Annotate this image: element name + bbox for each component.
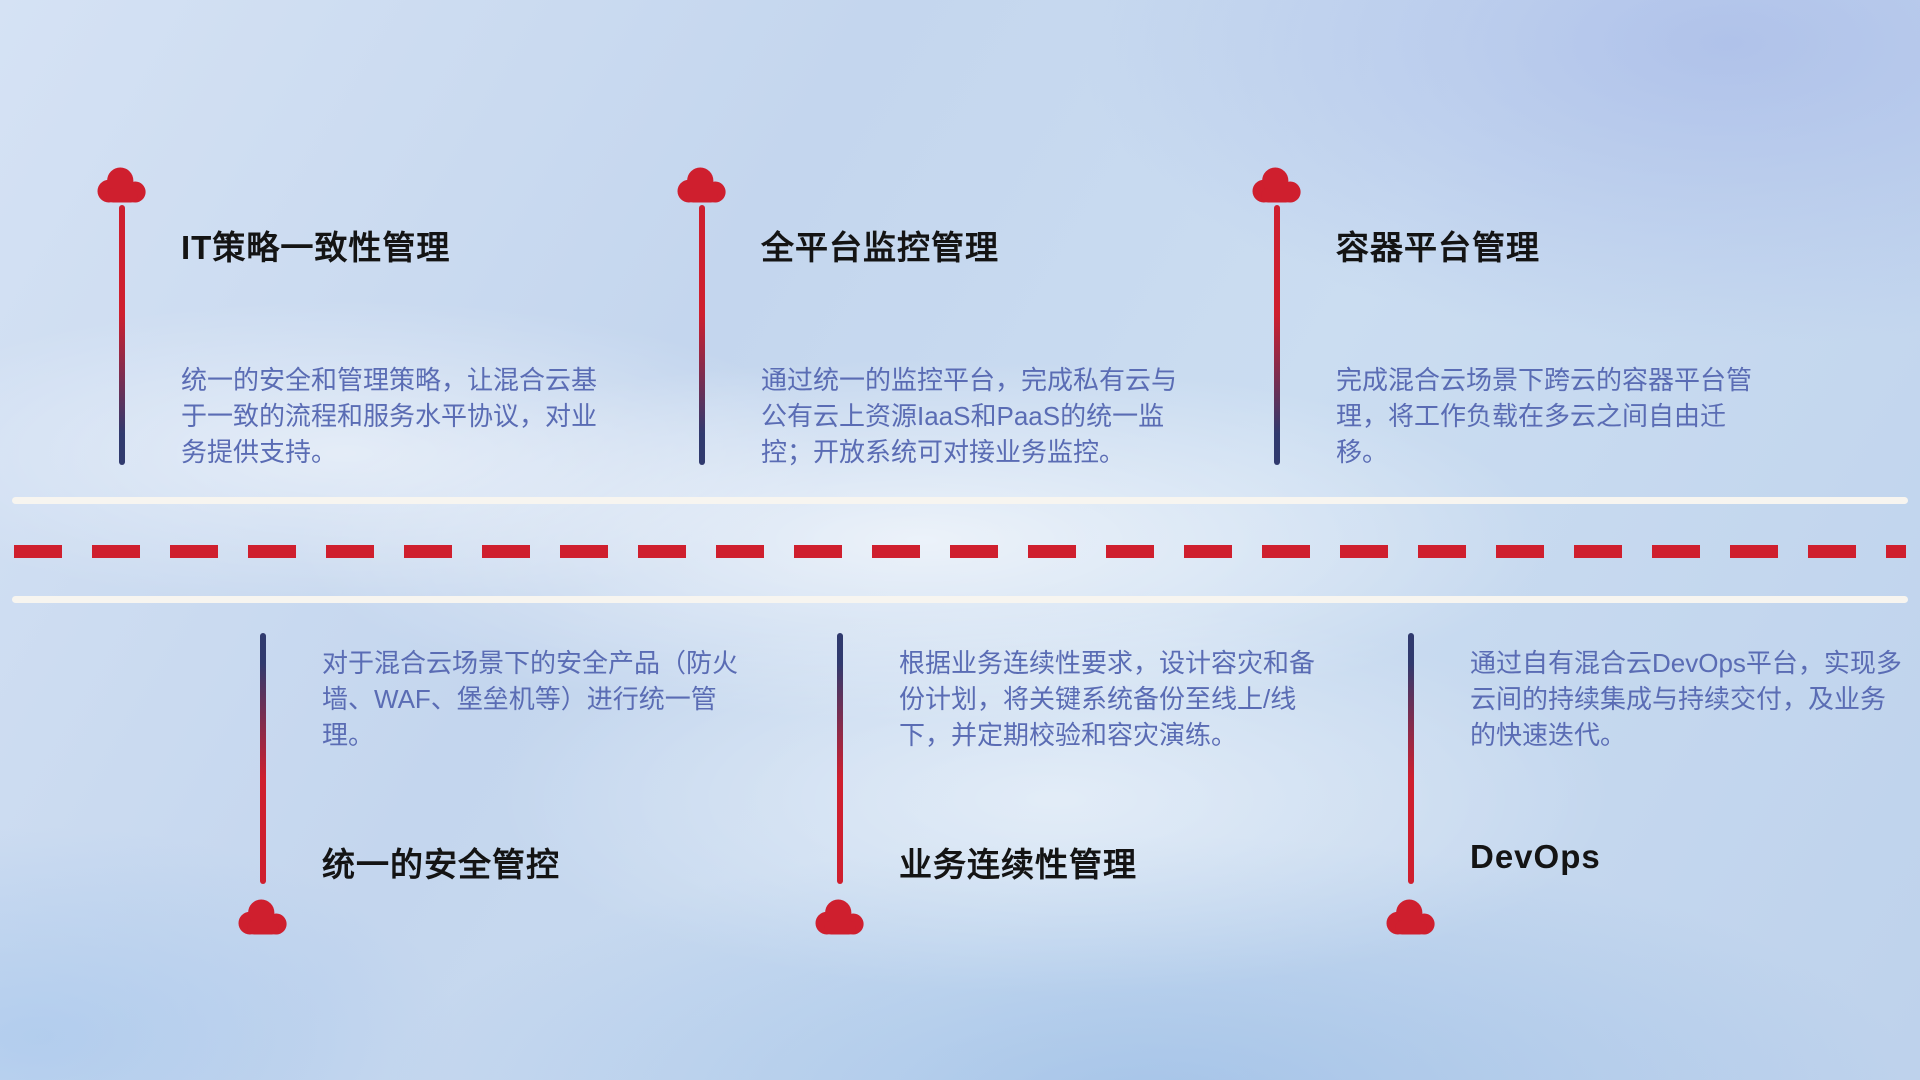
cloud-icon <box>235 897 291 937</box>
road-edge-line-bottom <box>12 596 1908 603</box>
road-edge-line-top <box>12 497 1908 504</box>
capability-description: 根据业务连续性要求，设计容灾和备份计划，将关键系统备份至线上/线下，并定期校验和… <box>899 648 1316 750</box>
capability-title: DevOps <box>1470 838 1601 875</box>
connector-line <box>1274 205 1280 465</box>
cloud-icon <box>94 165 150 205</box>
capability-title: 容器平台管理 <box>1336 229 1540 266</box>
connector-line <box>699 205 705 465</box>
connector-line <box>119 205 125 465</box>
capability-description: 对于混合云场景下的安全产品（防火墙、WAF、堡垒机等）进行统一管理。 <box>322 648 739 750</box>
cloud-icon <box>812 897 868 937</box>
cloud-icon <box>674 165 730 205</box>
road-center-dashed-line <box>14 545 1906 558</box>
capability-title: 业务连续性管理 <box>899 846 1137 883</box>
capability-description: 完成混合云场景下跨云的容器平台管理，将工作负载在多云之间自由迁移。 <box>1336 365 1753 467</box>
connector-line <box>260 633 266 884</box>
capability-description: 通过统一的监控平台，完成私有云与公有云上资源IaaS和PaaS的统一监控；开放系… <box>761 365 1178 467</box>
connector-line <box>837 633 843 884</box>
capability-title: 统一的安全管控 <box>322 846 560 883</box>
connector-line <box>1408 633 1414 884</box>
capability-description: 统一的安全和管理策略，让混合云基于一致的流程和服务水平协议，对业务提供支持。 <box>181 365 598 467</box>
cloud-icon <box>1383 897 1439 937</box>
capability-title: IT策略一致性管理 <box>181 229 451 266</box>
cloud-icon <box>1249 165 1305 205</box>
capability-description: 通过自有混合云DevOps平台，实现多云间的持续集成与持续交付，及业务的快速迭代… <box>1470 648 1902 750</box>
capability-title: 全平台监控管理 <box>761 229 999 266</box>
